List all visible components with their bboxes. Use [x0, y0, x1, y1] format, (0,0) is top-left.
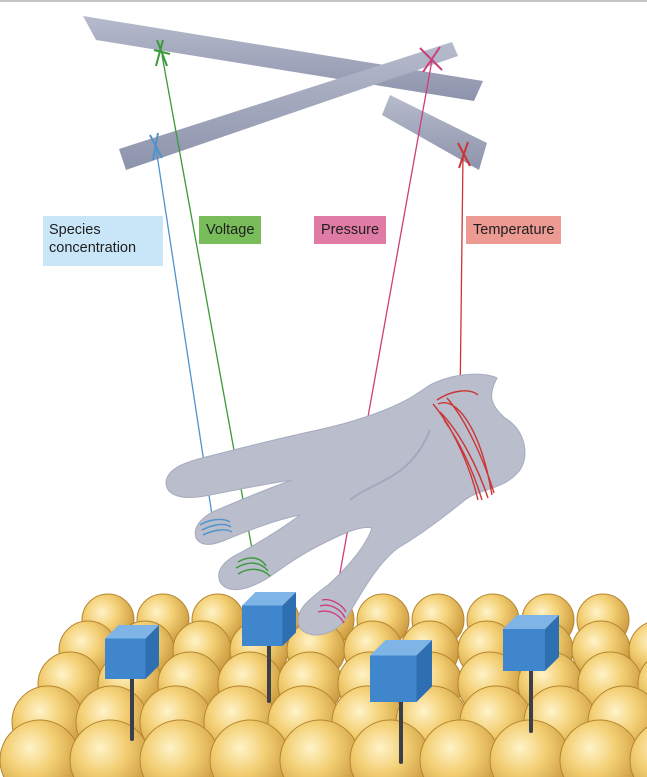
- cube-front: [370, 656, 417, 703]
- label-species-concentration: Species concentration: [43, 216, 163, 266]
- cube-front: [242, 606, 283, 647]
- label-voltage: Voltage: [199, 216, 261, 244]
- label-pressure: Pressure: [314, 216, 386, 244]
- string-temperature: [460, 155, 463, 402]
- control-bar-right: [382, 95, 487, 170]
- cube-front: [105, 639, 146, 680]
- cube-front: [503, 629, 545, 671]
- label-temperature: Temperature: [466, 216, 561, 244]
